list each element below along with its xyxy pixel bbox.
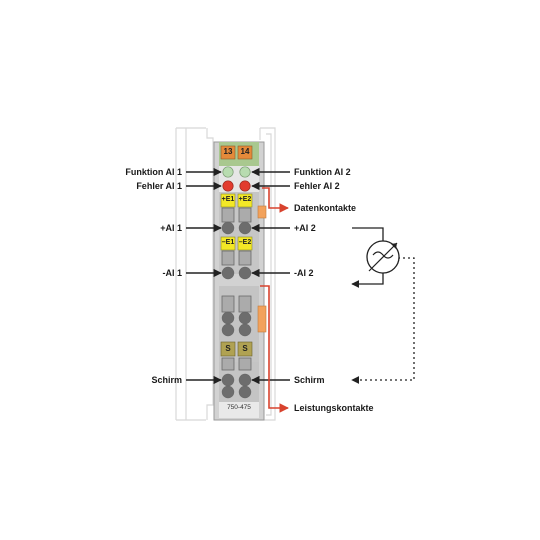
plus-e1-label: +E1 bbox=[221, 196, 235, 203]
error-ai1-led bbox=[222, 180, 234, 192]
channel-14-badge bbox=[237, 145, 253, 160]
sensor-wiring bbox=[351, 227, 415, 384]
error-ai2-label: Fehler AI 2 bbox=[294, 181, 340, 191]
left-signal-arrows bbox=[186, 167, 222, 385]
minus-e2-label: –E2 bbox=[238, 239, 252, 246]
spring-clamps bbox=[221, 207, 252, 399]
channel-number-badges bbox=[220, 145, 253, 160]
shield-terminal-markers bbox=[220, 341, 253, 357]
shield-dotted-line bbox=[351, 257, 415, 384]
contact-arrows bbox=[260, 187, 289, 413]
power-contacts-label: Leistungskontakte bbox=[294, 403, 374, 413]
function-ai2-led bbox=[239, 166, 251, 178]
plus-ai1-label: +AI 1 bbox=[160, 223, 182, 233]
plus-e2-label: +E2 bbox=[238, 196, 252, 203]
plus-ai2-label: +AI 2 bbox=[294, 223, 316, 233]
function-ai1-led bbox=[222, 166, 234, 178]
status-leds bbox=[222, 166, 251, 192]
minus-e1-label: –E1 bbox=[221, 239, 235, 246]
right-signal-arrows bbox=[251, 167, 290, 385]
shield-1-label: S bbox=[225, 344, 231, 353]
error-ai1-label: Fehler AI 1 bbox=[136, 181, 182, 191]
model-number: 750-475 bbox=[227, 404, 251, 411]
din-rail-outline bbox=[175, 127, 276, 421]
shield-2-label: S bbox=[242, 344, 248, 353]
function-ai2-label: Funktion AI 2 bbox=[294, 167, 351, 177]
error-ai2-led bbox=[239, 180, 251, 192]
data-contacts-arrow bbox=[262, 187, 289, 213]
sensor-icon bbox=[366, 240, 400, 274]
function-ai1-label: Funktion AI 1 bbox=[125, 167, 182, 177]
channel-13-label: 13 bbox=[223, 147, 233, 156]
minus-ai2-label: -AI 2 bbox=[294, 268, 314, 278]
plus-terminal-markers bbox=[220, 193, 253, 251]
minus-ai1-label: -AI 1 bbox=[162, 268, 182, 278]
power-contacts-arrow bbox=[260, 285, 289, 413]
data-contacts-label: Datenkontakte bbox=[294, 203, 357, 213]
shield-right-label: Schirm bbox=[294, 375, 325, 385]
channel-14-label: 14 bbox=[240, 147, 250, 156]
shield-left-label: Schirm bbox=[151, 375, 182, 385]
channel-13-badge bbox=[220, 145, 236, 160]
